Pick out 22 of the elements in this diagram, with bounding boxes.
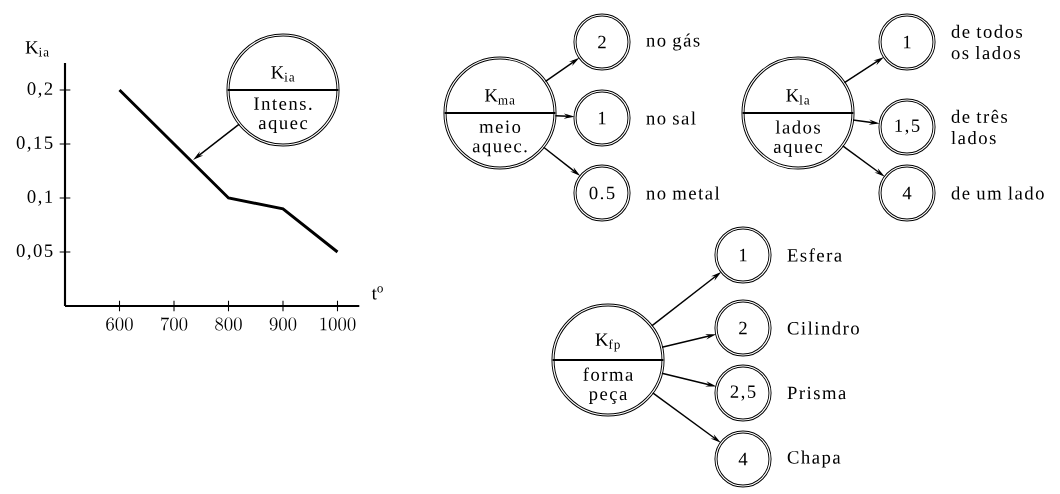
value-caption: de três lados [951,109,1008,145]
y-tick-label: 0,15 [16,136,53,152]
y-tick-label: 0,1 [27,190,53,206]
y-axis-title: K$_{ia}$ [25,41,49,57]
value-caption: Prisma [787,386,847,400]
x-tick-label: 1000 [320,317,356,331]
x-tick-label: 900 [269,317,297,331]
line-series [118,88,339,254]
y-tick-label: 0,05 [16,244,53,260]
x-tick-label: 600 [106,317,133,331]
value-caption: de todos os lados [951,24,1023,60]
x-tick-label: 800 [215,317,242,331]
value-caption: Chapa [787,450,841,468]
x-axis-title: t$^{o}$ [371,286,383,300]
value-caption: no metal [646,186,720,200]
value-caption: de um lado [951,186,1044,200]
value-caption: Cilindro [787,321,859,335]
value-caption: Esfera [787,248,842,262]
y-tick-label: 0,2 [27,82,53,98]
value-caption: no gás [646,33,700,51]
x-tick-label: 700 [160,317,188,331]
value-caption: no sal [646,111,696,125]
